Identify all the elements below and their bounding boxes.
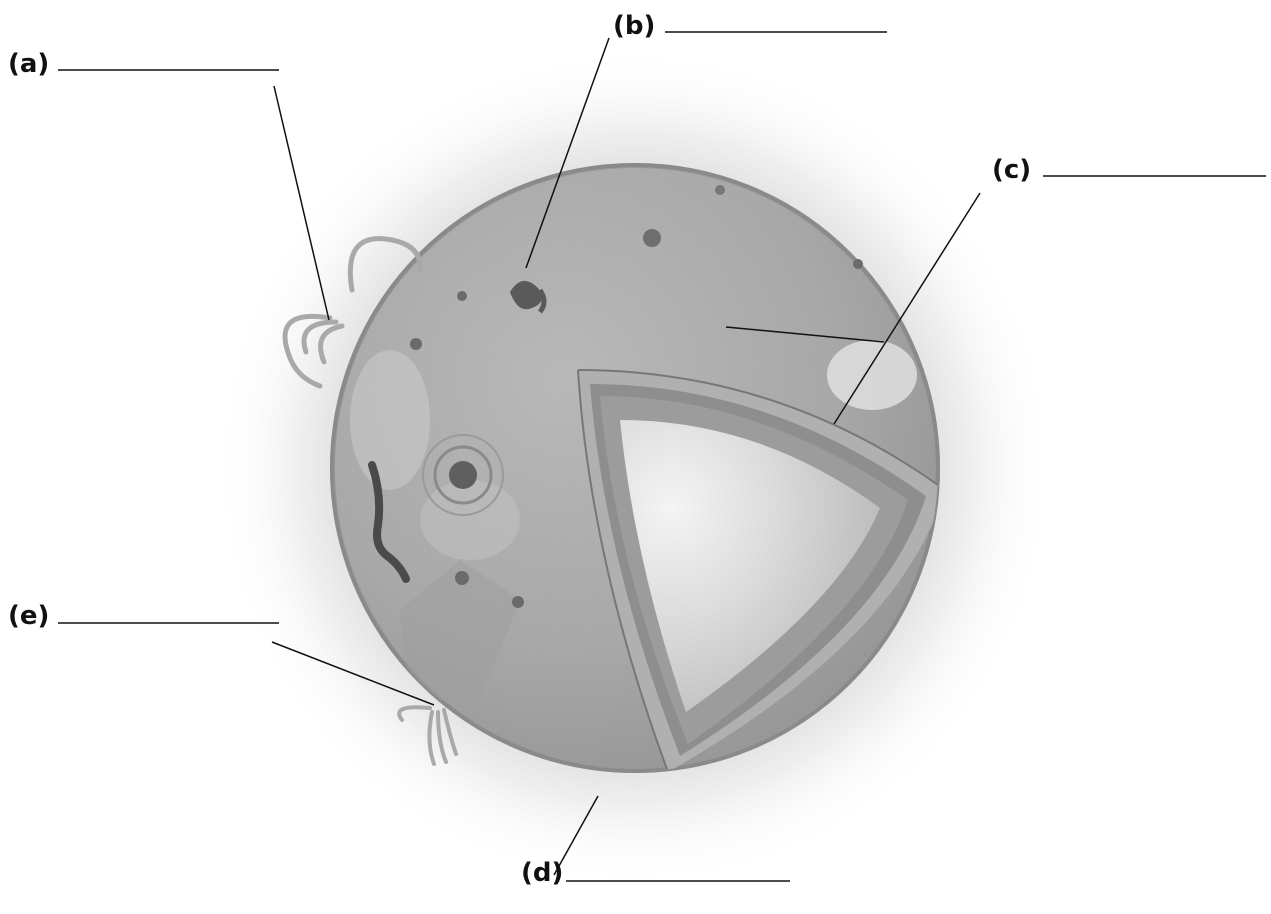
label-a: (a) — [8, 49, 49, 79]
label-d: (d) — [521, 858, 563, 888]
label-c: (c) — [992, 155, 1031, 185]
label-b: (b) — [613, 11, 655, 41]
label-e: (e) — [8, 601, 49, 631]
